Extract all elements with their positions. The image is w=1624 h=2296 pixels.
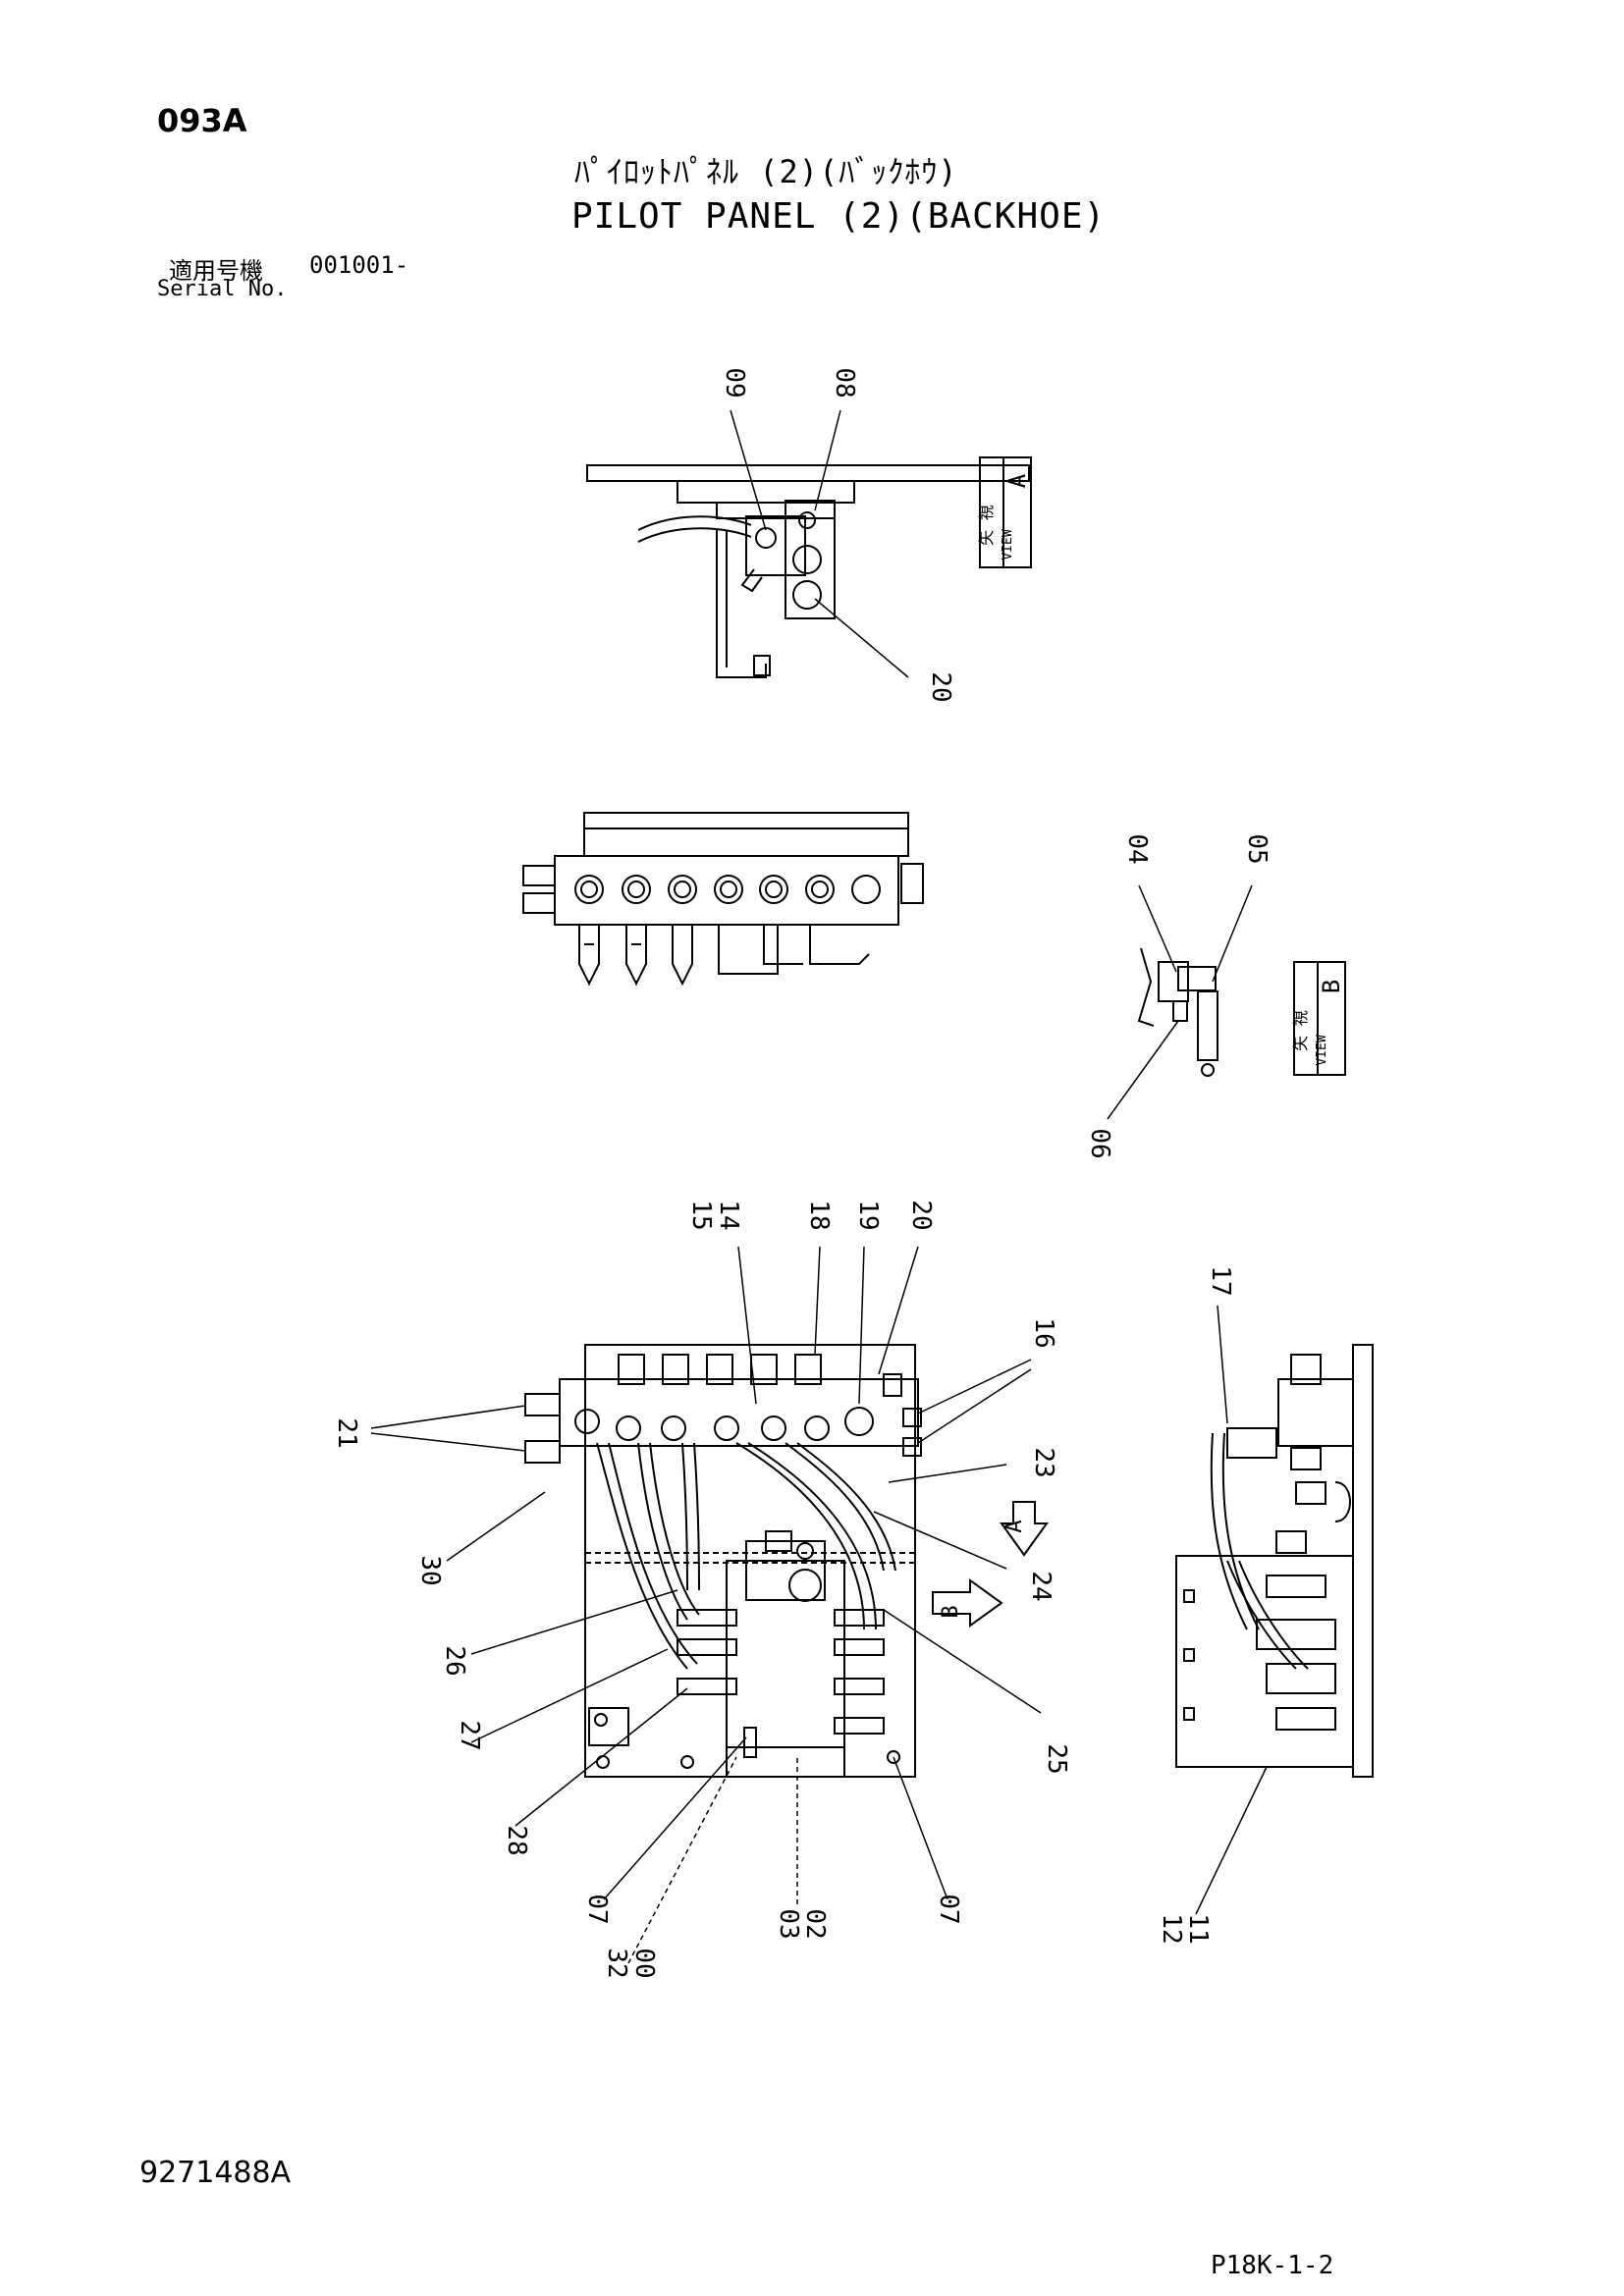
view-a-jp: 矢 視 xyxy=(977,505,996,546)
side-view-drawing xyxy=(1175,1344,1374,1778)
view-b-en: VIEW xyxy=(1315,1035,1329,1065)
callout-02: 02 xyxy=(800,1908,830,1939)
callout-11: 11 xyxy=(1183,1913,1213,1944)
callout-15: 15 xyxy=(686,1200,716,1230)
arrow-b: B xyxy=(932,1578,1003,1628)
view-b-label-box: 矢 視 VIEW B xyxy=(1291,961,1346,1076)
callout-06: 06 xyxy=(1085,1128,1114,1158)
main-panel-drawing xyxy=(524,1344,922,1778)
callout-07-right: 07 xyxy=(934,1894,963,1924)
callout-05: 05 xyxy=(1242,833,1272,864)
drawing-number: 9271488A xyxy=(139,2156,292,2190)
callout-08: 08 xyxy=(830,367,859,398)
title-english: PILOT PANEL (2)(BACKHOE) xyxy=(571,196,1107,237)
callout-19: 19 xyxy=(853,1200,883,1230)
callout-28: 28 xyxy=(502,1825,531,1855)
view-a-drawing xyxy=(586,464,1030,678)
callout-03: 03 xyxy=(774,1908,803,1939)
callout-26: 26 xyxy=(440,1645,469,1676)
view-b-letter: B xyxy=(1318,980,1345,993)
callout-12: 12 xyxy=(1157,1913,1186,1944)
callout-32: 32 xyxy=(602,1948,631,1978)
title-japanese: ﾊﾟｲﾛｯﾄﾊﾟﾈﾙ (2)(ﾊﾞｯｸﾎｳ) xyxy=(574,153,958,190)
arrow-b-label: B xyxy=(939,1605,963,1618)
callout-25: 25 xyxy=(1042,1743,1071,1774)
view-a-en: VIEW xyxy=(1001,529,1015,560)
callout-20-top: 20 xyxy=(926,671,955,702)
callout-04: 04 xyxy=(1122,833,1152,864)
arrow-a-label: A xyxy=(1002,1520,1027,1532)
view-b-jp: 矢 視 xyxy=(1291,1010,1310,1051)
callout-labels: 09 08 20 04 05 06 15 14 18 19 20 16 21 2… xyxy=(332,367,1272,1978)
callout-27: 27 xyxy=(455,1720,484,1750)
callout-07-left: 07 xyxy=(582,1894,612,1924)
leader-lines xyxy=(370,409,1268,1964)
callout-20: 20 xyxy=(906,1200,936,1230)
serial-value: 001001- xyxy=(309,251,409,279)
view-a-label-box: 矢 視 VIEW A xyxy=(977,456,1032,568)
manifold-drawing xyxy=(522,812,924,987)
arrow-a: A xyxy=(1000,1501,1049,1557)
callout-18: 18 xyxy=(804,1200,834,1230)
callout-09: 09 xyxy=(720,367,749,398)
callout-24: 24 xyxy=(1026,1571,1056,1601)
callout-30: 30 xyxy=(415,1555,445,1585)
callout-16: 16 xyxy=(1029,1317,1058,1348)
view-a-letter: A xyxy=(1003,473,1031,488)
page-reference: P18K-1-2 xyxy=(1211,2251,1334,2280)
callout-23: 23 xyxy=(1029,1447,1058,1477)
callout-14: 14 xyxy=(714,1200,743,1230)
serial-label-japanese: 適用号機 xyxy=(169,257,263,285)
serial-label-english: Serial No. xyxy=(157,277,288,301)
page-code: 093A xyxy=(157,102,247,139)
view-b-drawing xyxy=(1137,947,1218,1077)
callout-17: 17 xyxy=(1206,1265,1235,1296)
callout-00: 00 xyxy=(629,1948,659,1978)
callout-21: 21 xyxy=(332,1417,361,1448)
